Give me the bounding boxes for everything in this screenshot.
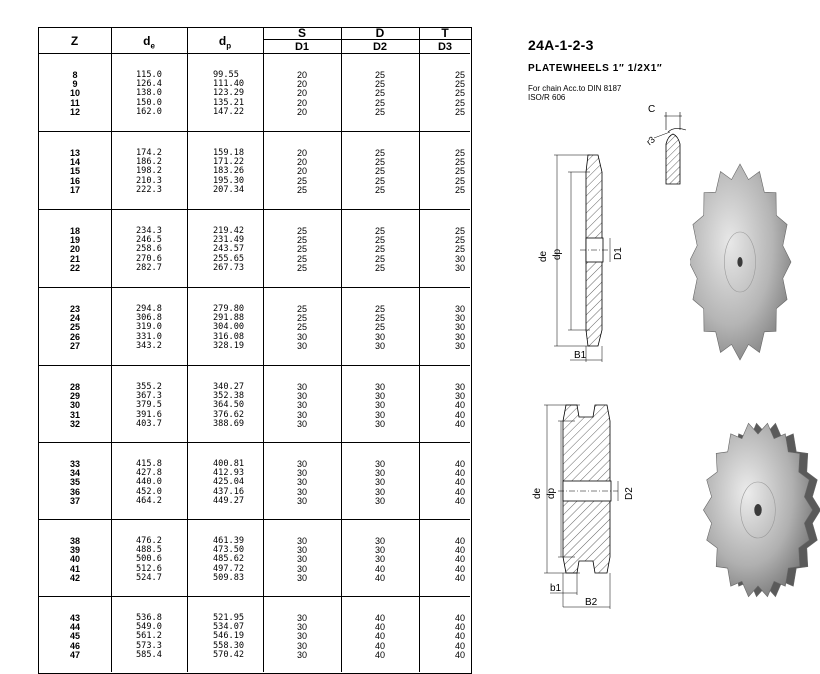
single-wheel-section-drawing: de dp D1 B1 bbox=[538, 154, 624, 362]
tooth-profile-drawing: C r3 bbox=[644, 104, 687, 185]
header-d1: D1 bbox=[294, 41, 310, 53]
sprocket-image bbox=[703, 422, 820, 598]
group-separator bbox=[38, 365, 470, 366]
s-d1-values: 25 25 25 30 30 bbox=[296, 304, 307, 351]
header-t: T bbox=[441, 26, 449, 40]
column-divider bbox=[341, 27, 342, 672]
header-d2: D2 bbox=[372, 41, 388, 53]
dp-values: 400.81 412.93 425.04 437.16 449.27 bbox=[213, 459, 245, 506]
chain-standard-note: For chain Acc.to DIN 8187 bbox=[528, 84, 622, 93]
group-separator bbox=[38, 209, 470, 210]
dp-values: 340.27 352.38 364.50 376.62 388.69 bbox=[213, 382, 245, 429]
de-label-upper: de bbox=[538, 250, 549, 262]
de-values: 536.8 549.0 561.2 573.3 585.4 bbox=[136, 613, 162, 660]
s-d1-values: 25 25 25 25 25 bbox=[296, 226, 307, 273]
iso-note: ISO/R 606 bbox=[528, 93, 566, 102]
de-values: 415.8 427.8 440.0 452.0 464.2 bbox=[136, 459, 162, 506]
t-d3-values: 40 40 40 40 40 bbox=[454, 613, 465, 660]
spec-table: Z de dp S D T D1 D2 D3 8 9 10 11 12 115.0… bbox=[38, 26, 472, 674]
de-values: 355.2 367.3 379.5 391.6 403.7 bbox=[136, 382, 162, 429]
dp-label-upper: dp bbox=[552, 248, 563, 260]
t-d3-values: 25 25 25 25 25 bbox=[454, 70, 465, 117]
group-separator bbox=[38, 442, 470, 443]
t-d3-values: 30 30 30 30 30 bbox=[454, 304, 465, 351]
column-divider bbox=[111, 27, 112, 672]
d-d2-values: 30 30 30 40 40 bbox=[374, 536, 385, 583]
z-values: 18 19 20 21 22 bbox=[69, 226, 80, 273]
group-separator bbox=[38, 287, 470, 288]
dp-values: 219.42 231.49 243.57 255.65 267.73 bbox=[213, 226, 245, 273]
double-sprocket-photo bbox=[703, 422, 820, 598]
double-wheel-section-drawing: de dp D2 b1 B2 bbox=[532, 404, 635, 609]
dp-values: 279.80 291.88 304.00 316.08 328.19 bbox=[213, 304, 245, 351]
z-values: 8 9 10 11 12 bbox=[69, 70, 80, 117]
header-dp: dp bbox=[218, 34, 232, 51]
group-separator bbox=[38, 596, 470, 597]
header-de: de bbox=[143, 34, 155, 51]
d-d2-values: 25 25 25 30 30 bbox=[374, 304, 385, 351]
s-d1-values: 20 20 20 20 20 bbox=[296, 70, 307, 117]
de-label-lower: de bbox=[532, 487, 543, 499]
d-d2-values: 40 40 40 40 40 bbox=[374, 613, 385, 660]
b1-label-lower: b1 bbox=[550, 583, 562, 594]
column-divider bbox=[419, 27, 420, 672]
t-d3-values: 25 25 25 25 25 bbox=[454, 148, 465, 195]
s-d1-values: 30 30 30 30 30 bbox=[296, 459, 307, 506]
t-d3-values: 40 40 40 40 40 bbox=[454, 459, 465, 506]
z-values: 28 29 30 31 32 bbox=[69, 382, 80, 429]
d-d2-values: 30 30 30 30 30 bbox=[374, 382, 385, 429]
de-values: 174.2 186.2 198.2 210.3 222.3 bbox=[136, 148, 162, 195]
header-z: Z bbox=[70, 34, 79, 48]
dp-values: 99.55 111.40 123.29 135.21 147.22 bbox=[213, 70, 245, 117]
header-bottom-line bbox=[38, 53, 470, 54]
t-d3-values: 30 30 40 40 40 bbox=[454, 382, 465, 429]
d-d2-values: 25 25 25 25 25 bbox=[374, 148, 385, 195]
header-d3: D3 bbox=[437, 41, 453, 53]
t-d3-values: 40 40 40 40 40 bbox=[454, 536, 465, 583]
column-divider bbox=[263, 27, 264, 672]
header-d: D bbox=[375, 26, 385, 40]
t-d3-values: 25 25 25 30 30 bbox=[454, 226, 465, 273]
de-values: 476.2 488.5 500.6 512.6 524.7 bbox=[136, 536, 162, 583]
d-d2-values: 25 25 25 25 25 bbox=[374, 70, 385, 117]
de-values: 234.3 246.5 258.6 270.6 282.7 bbox=[136, 226, 162, 273]
b1-label-upper: B1 bbox=[574, 350, 587, 361]
c-label: C bbox=[648, 104, 655, 115]
z-values: 13 14 15 16 17 bbox=[69, 148, 80, 195]
s-d1-values: 30 30 30 30 30 bbox=[296, 382, 307, 429]
product-code: 24A-1-2-3 bbox=[528, 37, 594, 53]
group-separator bbox=[38, 131, 470, 132]
s-d1-values: 20 20 20 25 25 bbox=[296, 148, 307, 195]
single-sprocket-photo bbox=[690, 163, 792, 361]
dp-values: 521.95 534.07 546.19 558.30 570.42 bbox=[213, 613, 245, 660]
de-values: 115.0 126.4 138.0 150.0 162.0 bbox=[136, 70, 162, 117]
z-values: 23 24 25 26 27 bbox=[69, 304, 80, 351]
sprocket-image bbox=[690, 163, 792, 361]
z-values: 33 34 35 36 37 bbox=[69, 459, 80, 506]
header-split-line bbox=[263, 39, 471, 40]
dp-label-lower: dp bbox=[546, 487, 557, 499]
r3-label: r3 bbox=[644, 134, 657, 147]
de-values: 294.8 306.8 319.0 331.0 343.2 bbox=[136, 304, 162, 351]
z-values: 38 39 40 41 42 bbox=[69, 536, 80, 583]
dp-values: 159.18 171.22 183.26 195.30 207.34 bbox=[213, 148, 245, 195]
s-d1-values: 30 30 30 30 30 bbox=[296, 536, 307, 583]
s-d1-values: 30 30 30 30 30 bbox=[296, 613, 307, 660]
dp-values: 461.39 473.50 485.62 497.72 509.83 bbox=[213, 536, 245, 583]
header-s: S bbox=[297, 26, 306, 40]
z-values: 43 44 45 46 47 bbox=[69, 613, 80, 660]
group-separator bbox=[38, 519, 470, 520]
d-d2-values: 25 25 25 25 25 bbox=[374, 226, 385, 273]
d1-label: D1 bbox=[613, 247, 624, 260]
column-divider bbox=[187, 27, 188, 672]
product-name: PLATEWHEELS 1″ 1/2X1″ bbox=[528, 63, 663, 74]
d2-label: D2 bbox=[624, 487, 635, 500]
b2-label: B2 bbox=[585, 597, 598, 608]
d-d2-values: 30 30 30 30 30 bbox=[374, 459, 385, 506]
